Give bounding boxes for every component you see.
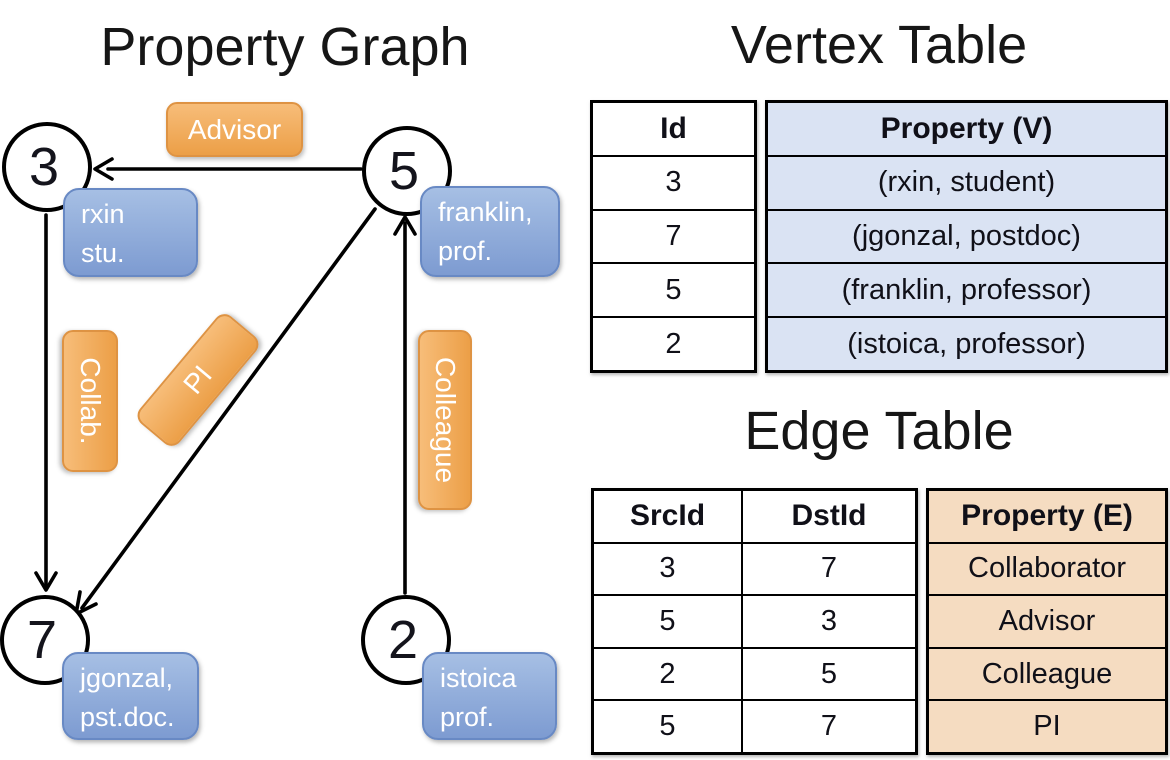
table-row: 2: [593, 316, 754, 370]
edge-dst-cell: 7: [820, 552, 838, 585]
vertex-prop-franklin: franklin, prof.: [420, 186, 560, 277]
vertex-prop-istoica-line2: prof.: [440, 702, 495, 732]
edge-table-ids-columns: SrcId DstId 3 7 5 3 2 5 5 7: [591, 488, 918, 755]
table-row: Collaborator: [929, 541, 1165, 595]
node-5-id: 5: [388, 141, 420, 201]
vertex-prop-istoica-line1: istoica: [440, 663, 517, 693]
arrowhead-5-3: [93, 157, 114, 181]
edge-table-property-header: Property (E): [929, 491, 1165, 542]
vertex-table-title: Vertex Table: [730, 15, 1028, 75]
edge-table: SrcId DstId 3 7 5 3 2 5 5 7 Property (E)…: [591, 488, 1168, 755]
edge-table-property-column: Property (E) Collaborator Advisor Collea…: [926, 488, 1168, 755]
vertex-prop-jgonzal-line1: jgonzal,: [80, 663, 174, 693]
node-3-id: 3: [28, 137, 60, 197]
vertex-prop-rxin-line1: rxin: [81, 199, 125, 229]
node-2-id: 2: [387, 610, 419, 670]
table-row: 3: [593, 154, 754, 209]
table-row: 5 3: [594, 594, 915, 647]
edge-label-advisor: Advisor: [166, 102, 303, 157]
table-row: Colleague: [929, 646, 1165, 700]
edge-dst-cell: 7: [820, 710, 838, 743]
vertex-table-property-header: Property (V): [768, 103, 1165, 155]
vertex-prop-jgonzal: jgonzal, pst.doc.: [62, 652, 199, 740]
table-row: (jgonzal, postdoc): [768, 208, 1165, 263]
arrowhead-3-7: [34, 571, 58, 592]
vertex-prop-jgonzal-line2: pst.doc.: [80, 702, 175, 732]
vertex-table-id-column: Id 3 7 5 2: [590, 100, 757, 373]
node-3: 3: [2, 122, 92, 212]
edge-label-collab: Collab.: [62, 330, 118, 472]
table-row: Advisor: [929, 594, 1165, 647]
vertex-table-id-header: Id: [660, 111, 687, 145]
edge-label-colleague: Colleague: [418, 330, 472, 510]
table-row: 5: [593, 262, 754, 316]
table-row: (franklin, professor): [768, 262, 1165, 317]
edge-dst-cell: 3: [820, 604, 838, 637]
edge-src-cell: 3: [594, 543, 743, 595]
edge-src-cell: 5: [594, 701, 743, 752]
vertex-prop-rxin: rxin stu.: [63, 188, 198, 277]
edge-src-cell: 2: [594, 648, 743, 700]
table-row: 7: [593, 208, 754, 263]
table-row: 3 7: [594, 541, 915, 595]
edge-dst-cell: 5: [820, 657, 838, 690]
vertex-prop-franklin-line2: prof.: [438, 236, 493, 266]
vertex-table-property-column: Property (V) (rxin, student) (jgonzal, p…: [765, 100, 1168, 373]
vertex-prop-rxin-line2: stu.: [81, 238, 125, 268]
property-graph-title: Property Graph: [100, 17, 470, 77]
vertex-prop-istoica: istoica prof.: [422, 652, 557, 740]
table-row: PI: [929, 699, 1165, 752]
table-row: 2 5: [594, 646, 915, 700]
edge-label-pi: PI: [133, 309, 263, 451]
edge-src-cell: 5: [594, 596, 743, 647]
arrowhead-2-5: [393, 215, 417, 236]
table-row: 5 7: [594, 699, 915, 752]
table-row: (rxin, student): [768, 154, 1165, 209]
edge-table-dst-header: DstId: [791, 499, 867, 533]
edge-table-title: Edge Table: [744, 401, 1014, 461]
vertex-table: Id 3 7 5 2 Property (V) (rxin, student) …: [590, 100, 1168, 373]
table-row: (istoica, professor): [768, 316, 1165, 370]
edge-table-src-header: SrcId: [594, 491, 743, 542]
vertex-prop-franklin-line1: franklin,: [438, 197, 533, 227]
node-7-id: 7: [26, 610, 58, 670]
node-7: 7: [0, 595, 90, 685]
